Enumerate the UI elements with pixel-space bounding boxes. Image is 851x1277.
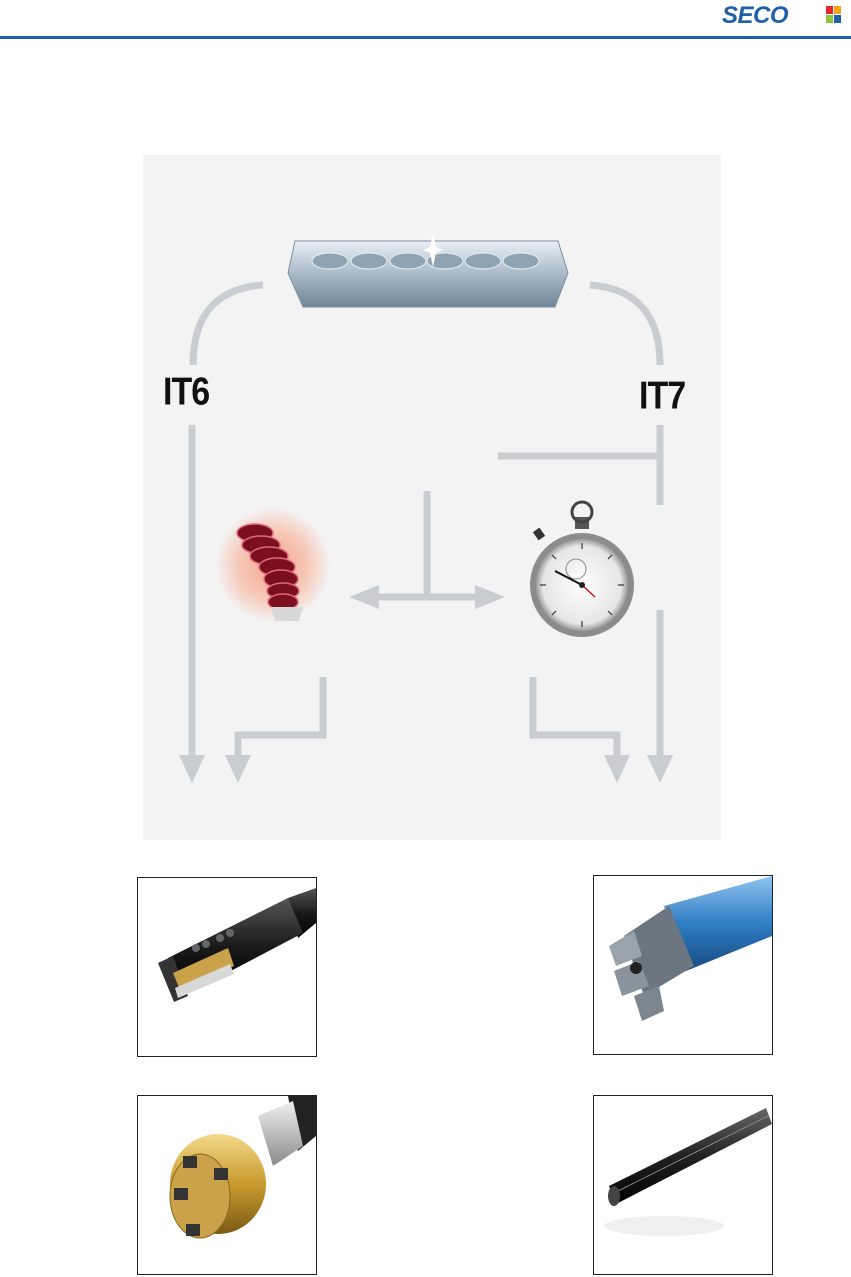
brand-text: SECO [722,2,788,30]
tolerance-label-it6: IT6 [163,370,209,415]
stopwatch-icon [530,502,634,637]
tolerance-label-it7: IT7 [639,374,685,419]
chips-icon [215,507,331,623]
tool-image-solid-carbide-reamer [593,1095,773,1275]
tool-image-gold-head-reamer [137,1095,317,1275]
logo-squares-icon [826,6,842,24]
machined-part-image [288,233,568,307]
diagram-panel: IT6 IT7 [143,155,721,840]
tool-image-blue-shank-reamer [593,875,773,1055]
tool-image-single-edge-reamer [137,877,317,1057]
seco-logo: SECO [722,4,842,32]
flow-diagram [143,155,721,840]
header-rule [0,36,851,39]
